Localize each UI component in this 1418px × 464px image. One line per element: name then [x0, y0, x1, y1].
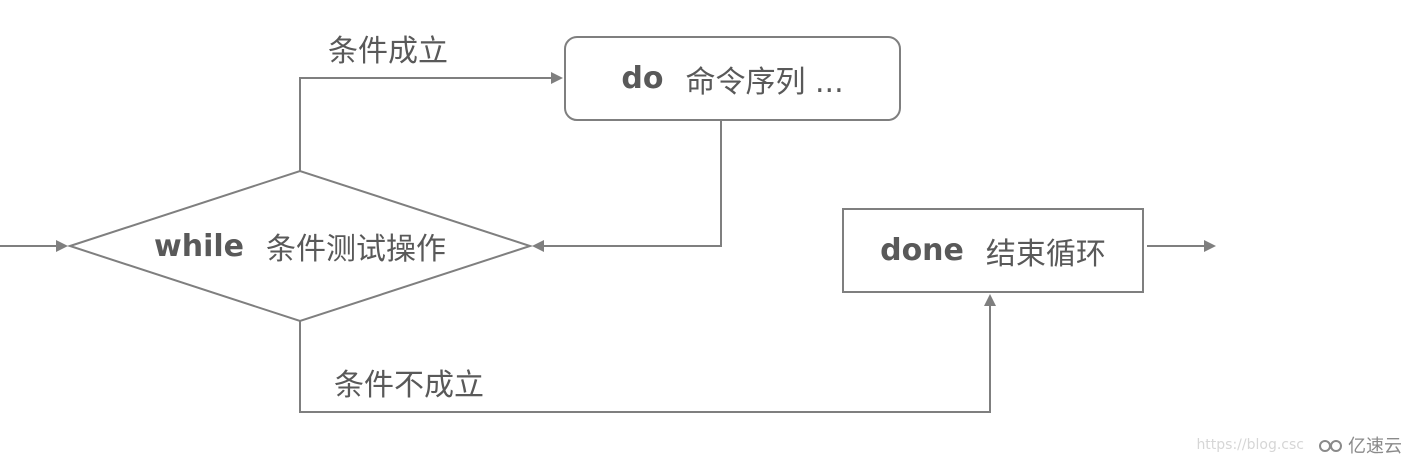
watermark: https://blog.csc 亿速云: [1196, 432, 1402, 458]
while-diamond-shape: [66, 169, 534, 323]
true-edge-label: 条件成立: [328, 34, 448, 69]
done-box-label: 结束循环: [985, 236, 1106, 272]
watermark-logo: 亿速云: [1318, 432, 1402, 458]
do-box: do 命令序列 ...: [565, 37, 900, 120]
false-edge-label: 条件不成立: [334, 368, 484, 403]
cloud-logo-icon: [1319, 440, 1342, 452]
done-box-shape: [842, 208, 1144, 293]
do-box-label: 命令序列 ...: [685, 64, 844, 100]
do-keyword: do: [621, 61, 664, 96]
true-path-arrow: [299, 72, 563, 171]
while-diamond: while 条件测试操作: [70, 211, 530, 281]
while-diamond-label: 条件测试操作: [266, 232, 446, 267]
done-box: done 结束循环: [843, 209, 1143, 292]
do-box-shape: [564, 36, 901, 121]
loop-back-arrow: [532, 120, 722, 252]
while-keyword: while: [154, 228, 244, 264]
watermark-url: https://blog.csc: [1196, 437, 1304, 453]
done-keyword: done: [880, 233, 964, 268]
watermark-brand: 亿速云: [1348, 436, 1402, 457]
false-path-arrow: [299, 294, 996, 413]
